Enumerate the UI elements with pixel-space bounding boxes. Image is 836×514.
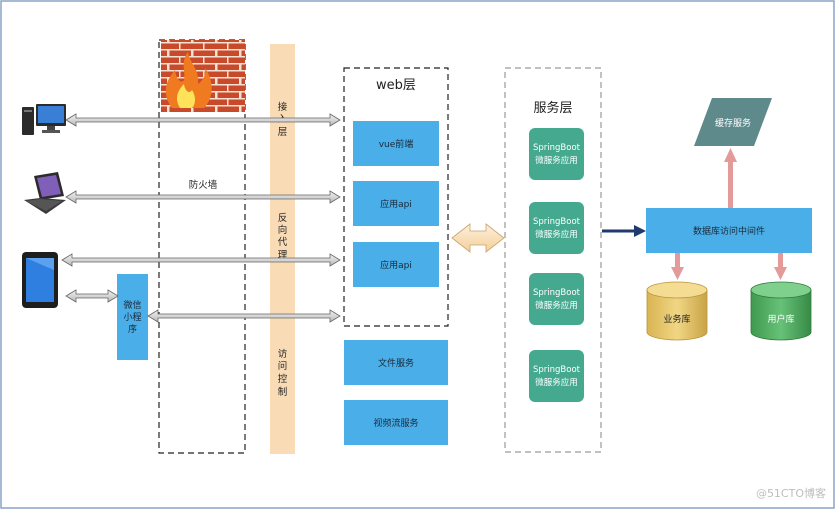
mini-program-labels: 微信 小程 序 (123, 299, 141, 335)
service-app-2-line-1: SpringBoot (533, 217, 581, 227)
service-app-1-line-2: 微服务应用 (535, 155, 578, 166)
app-api-label-1: 应用api (380, 198, 412, 210)
vue-frontend-box (353, 121, 439, 166)
control-char-2: 问 (278, 360, 288, 372)
miniprogram-web-arrow (147, 309, 341, 323)
arrow-to-user-db-shaft (778, 253, 783, 269)
service-to-middleware-arrow (602, 225, 646, 237)
mini-program-line-2: 小程 (123, 312, 141, 323)
desktop-computer-icon (22, 104, 66, 135)
cache-service-label: 缓存服务 (715, 117, 751, 129)
web-layer-title: web层 (376, 78, 416, 93)
mini-program-box (117, 274, 148, 360)
file-service-label: 文件服务 (378, 357, 414, 369)
db-middleware-box (646, 208, 812, 253)
service-app-2-line-2: 微服务应用 (535, 229, 578, 240)
control-char-1: 访 (278, 349, 288, 360)
control-char-3: 控 (278, 373, 288, 385)
mini-program-line-1: 微信 (123, 299, 141, 311)
user-db-cylinder: 用户库 (750, 281, 812, 341)
service-app-1-line-1: SpringBoot (533, 143, 581, 153)
business-db-label: 业务库 (663, 313, 690, 325)
phone-arrow (61, 253, 341, 267)
control-char-4: 制 (278, 386, 288, 398)
arrow-to-business-db-shaft (675, 253, 680, 269)
proxy-char-4: 理 (278, 250, 288, 261)
client-arrows (61, 113, 341, 323)
proxy-char-3: 代 (278, 237, 288, 248)
proxy-char-1: 反 (278, 213, 288, 224)
access-char-1: 接 (278, 101, 288, 113)
watermark: @51CTO博客 (756, 486, 826, 500)
business-db-cylinder: 业务库 (646, 281, 708, 341)
tablet-arrow (65, 190, 341, 204)
user-db-label: 用户库 (767, 313, 794, 325)
app-api-box-1 (353, 181, 439, 226)
service-app-1: SpringBoot 微服务应用 (529, 128, 584, 180)
video-service-box (344, 400, 448, 445)
laptop-icon (24, 172, 66, 214)
arrow-to-cache-head (724, 148, 737, 162)
phone-miniprogram-arrow (65, 289, 119, 303)
mini-program-line-3: 序 (128, 323, 137, 335)
access-char-3: 层 (278, 127, 288, 138)
app-api-label-2: 应用api (380, 259, 412, 271)
smartphone-icon (22, 252, 58, 308)
proxy-char-2: 向 (278, 224, 288, 236)
service-app-4-line-2: 微服务应用 (535, 377, 578, 388)
web-service-double-arrow (451, 223, 505, 253)
service-app-3-line-2: 微服务应用 (535, 300, 578, 311)
db-middleware-label: 数据库访问中间件 (693, 225, 765, 237)
vue-frontend-label: vue前端 (379, 138, 414, 150)
arrow-to-business-db-head (671, 267, 684, 280)
service-app-3: SpringBoot 微服务应用 (529, 273, 584, 325)
arrow-to-cache-shaft (728, 160, 733, 208)
access-layer-bar (270, 44, 295, 454)
service-app-4: SpringBoot 微服务应用 (529, 350, 584, 402)
service-layer-title: 服务层 (533, 100, 572, 116)
file-service-box (344, 340, 448, 385)
video-service-label: 视频流服务 (373, 417, 418, 429)
firewall-label: 防火墙 (189, 179, 218, 191)
arrow-to-user-db-head (774, 267, 787, 280)
brick-wall-icon (161, 40, 245, 112)
service-app-2: SpringBoot 微服务应用 (529, 202, 584, 254)
service-app-4-line-1: SpringBoot (533, 365, 581, 375)
middleware-arrows (671, 148, 787, 280)
app-api-box-2 (353, 242, 439, 287)
cache-service-shape (694, 98, 772, 146)
service-app-3-line-1: SpringBoot (533, 288, 581, 298)
desktop-arrow (65, 113, 341, 127)
web-layer-zone (343, 67, 449, 327)
